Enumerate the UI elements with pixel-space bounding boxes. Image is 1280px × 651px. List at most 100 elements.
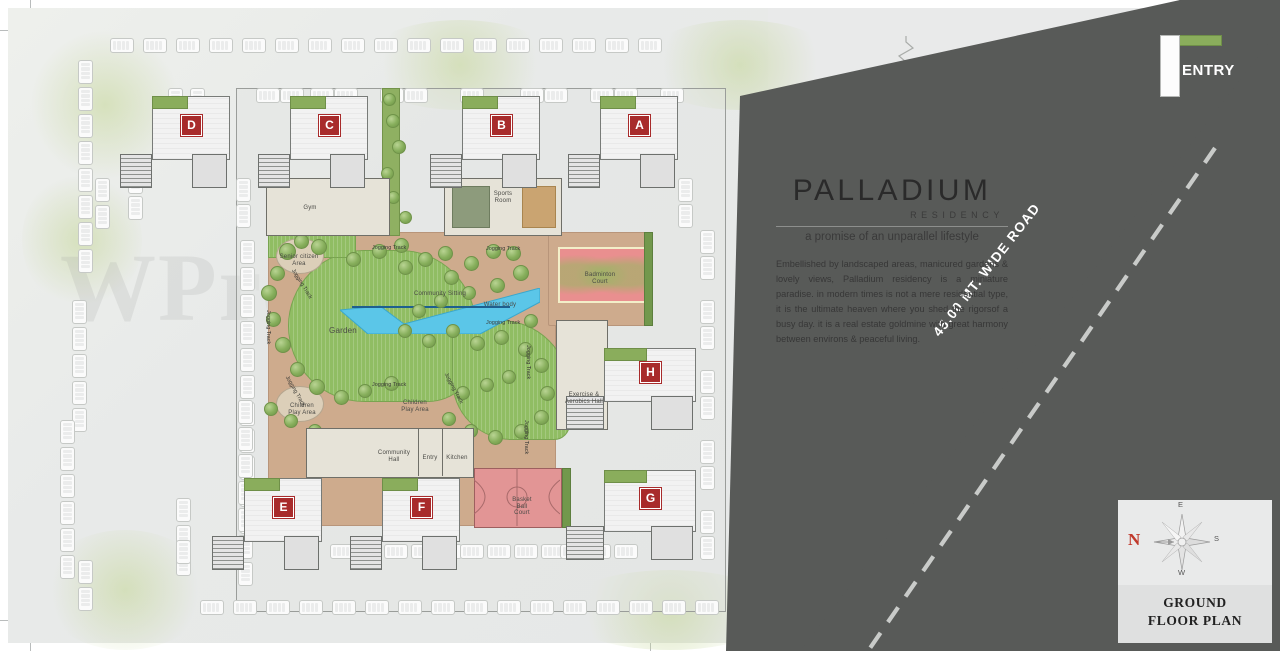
- crop-mark-bl-h: [0, 620, 14, 621]
- community-hall-kitchen-divider: [442, 428, 444, 476]
- block-service-core: [422, 536, 457, 570]
- tree-icon: [469, 335, 485, 351]
- brand-name: PALLADIUM: [792, 174, 992, 207]
- plan-title-line2: FLOOR PLAN: [1147, 613, 1243, 629]
- parking-stall: [256, 88, 280, 103]
- block-footprint: [382, 478, 460, 542]
- parking-stall: [240, 267, 255, 291]
- parking-stall: [614, 544, 638, 559]
- children-play-area-west: [276, 386, 324, 422]
- parking-stall: [78, 168, 93, 192]
- block-badge-a: A: [629, 115, 650, 136]
- tree-icon: [392, 140, 406, 154]
- parking-stall: [700, 536, 715, 560]
- tree-icon: [442, 412, 456, 426]
- plan-title-block: GROUND FLOOR PLAN: [1118, 585, 1272, 643]
- plan-title-line1: GROUND: [1163, 595, 1227, 610]
- crop-mark-tl-h: [0, 30, 14, 31]
- parking-stall: [60, 420, 75, 444]
- parking-stall: [95, 178, 110, 202]
- tree-icon: [397, 259, 413, 275]
- water-body: [340, 288, 540, 334]
- residential-block-h[interactable]: H: [566, 348, 696, 430]
- crop-mark-tl-v: [30, 0, 31, 14]
- parking-stall: [240, 348, 255, 372]
- compass-rose: N E S W: [1128, 500, 1219, 577]
- tree-icon: [371, 243, 387, 259]
- block-green-patch: [604, 470, 647, 483]
- tree-icon: [463, 255, 479, 271]
- brand-panel: PALLADIUM RESIDENCY a promise of an unpa…: [776, 176, 1008, 346]
- block-badge-g: G: [640, 488, 661, 509]
- tree-icon: [446, 324, 460, 338]
- compass-north: N: [1128, 530, 1141, 549]
- block-staircase: [258, 154, 290, 188]
- parking-stall: [638, 38, 662, 53]
- tree-icon: [398, 324, 412, 338]
- residential-block-d[interactable]: D: [120, 96, 230, 188]
- compass-south: S: [1214, 534, 1220, 543]
- parking-stall: [72, 408, 87, 432]
- parking-stall: [78, 560, 93, 584]
- residential-block-e[interactable]: E: [212, 478, 322, 570]
- parking-stall: [539, 38, 563, 53]
- tree-icon: [383, 375, 399, 391]
- residential-block-g[interactable]: G: [566, 470, 696, 560]
- block-service-core: [651, 396, 693, 430]
- parking-stall: [176, 540, 191, 564]
- parking-stall: [440, 38, 464, 53]
- tree-icon: [265, 311, 281, 327]
- parking-stall: [78, 222, 93, 246]
- sports-room-table: [522, 186, 556, 228]
- block-service-core: [192, 154, 227, 188]
- block-staircase: [566, 526, 604, 560]
- parking-stall: [398, 600, 422, 615]
- residential-block-a[interactable]: A: [568, 96, 678, 188]
- jogging-track-label: Jogging Track: [486, 320, 521, 326]
- parking-stall: [341, 38, 365, 53]
- parking-stall: [72, 300, 87, 324]
- parking-stall: [700, 440, 715, 464]
- water-edge-line: [352, 306, 510, 308]
- parking-stall: [60, 474, 75, 498]
- parking-stall: [695, 600, 719, 615]
- block-green-patch: [290, 96, 326, 109]
- parking-stall: [700, 300, 715, 324]
- parking-stall: [464, 600, 488, 615]
- parking-stall: [110, 38, 134, 53]
- tree-icon: [437, 245, 453, 261]
- tree-icon: [284, 414, 298, 428]
- parking-stall: [78, 114, 93, 138]
- parking-stall: [60, 501, 75, 525]
- parking-stall: [95, 205, 110, 229]
- tree-icon: [269, 265, 285, 281]
- parking-stall: [700, 256, 715, 280]
- parking-stall: [240, 294, 255, 318]
- tree-icon: [505, 245, 521, 261]
- residential-block-b[interactable]: B: [430, 96, 540, 188]
- road-surface-upper: [726, 0, 1280, 651]
- parking-stall: [60, 555, 75, 579]
- tree-icon: [311, 239, 327, 255]
- block-service-core: [651, 526, 693, 560]
- parking-stall: [60, 528, 75, 552]
- tree-icon: [358, 384, 372, 398]
- tree-icon: [485, 243, 501, 259]
- block-badge-b: B: [491, 115, 512, 136]
- community-hall-building: [306, 428, 474, 478]
- community-hall-entry-divider: [418, 428, 420, 476]
- block-service-core: [284, 536, 319, 570]
- entry-gate: [1160, 35, 1180, 97]
- brand-divider: [776, 226, 1008, 227]
- tree-icon: [417, 251, 433, 267]
- tree-icon: [513, 423, 529, 439]
- residential-block-c[interactable]: C: [258, 96, 368, 188]
- tree-icon: [489, 277, 505, 293]
- tree-icon: [264, 402, 278, 416]
- parking-stall: [236, 178, 251, 202]
- block-service-core: [640, 154, 675, 188]
- parking-stall: [238, 454, 253, 478]
- parking-stall: [678, 178, 693, 202]
- residential-block-f[interactable]: F: [350, 478, 460, 570]
- jogging-track-label: Jogging Track: [372, 245, 407, 251]
